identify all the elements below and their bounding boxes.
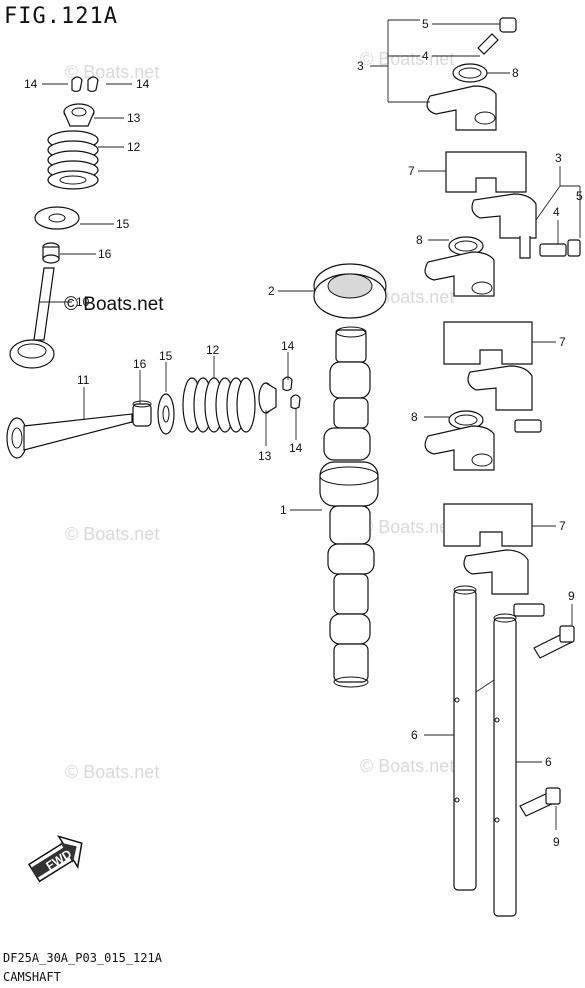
shaft-bolt-lower bbox=[519, 787, 561, 817]
callout-16-b: 16 bbox=[133, 357, 147, 371]
rocker-bracket-3 bbox=[443, 503, 533, 547]
callout-2: 2 bbox=[268, 284, 275, 298]
spring-seat-mid bbox=[157, 393, 175, 435]
callout-9-a: 9 bbox=[568, 589, 575, 603]
document-code: DF25A_30A_P03_015_121A bbox=[3, 951, 162, 965]
callout-15-b: 15 bbox=[159, 349, 173, 363]
rocker-shaft-right bbox=[493, 613, 517, 917]
callout-8-a: 8 bbox=[512, 66, 519, 80]
washer-top bbox=[452, 63, 488, 83]
callout-13-a: 13 bbox=[127, 111, 141, 125]
callout-9-b: 9 bbox=[553, 835, 560, 849]
callout-7-b: 7 bbox=[559, 335, 566, 349]
callout-14-a: 14 bbox=[24, 77, 38, 91]
callout-3-b: 3 bbox=[555, 151, 562, 165]
watermark-7: © Boats.net bbox=[360, 756, 454, 776]
rocker-arm-6 bbox=[463, 549, 545, 617]
callout-7-a: 7 bbox=[408, 164, 415, 178]
watermark-1: © Boats.net bbox=[65, 62, 159, 82]
adjuster-nut-top bbox=[499, 17, 517, 33]
watermarks: © Boats.net © Boats.net © Boats.net © Bo… bbox=[64, 49, 454, 782]
watermark-dark: © Boats.net bbox=[64, 294, 164, 315]
oil-seal bbox=[313, 263, 387, 319]
callout-6-a: 6 bbox=[411, 728, 418, 742]
leader-lines bbox=[40, 19, 581, 830]
callout-8-b: 8 bbox=[416, 233, 423, 247]
callout-11: 11 bbox=[77, 373, 90, 387]
rocker-arm-5 bbox=[424, 425, 495, 471]
callout-14-c: 14 bbox=[281, 339, 295, 353]
adjuster-screw-right bbox=[539, 243, 567, 257]
rocker-bracket-1 bbox=[445, 151, 527, 193]
spring-seat-top bbox=[34, 206, 80, 230]
watermark-4: © Boats.net bbox=[65, 524, 159, 544]
camshaft bbox=[319, 326, 379, 688]
valve-spring-mid bbox=[182, 377, 256, 433]
callout-3-a: 3 bbox=[357, 59, 364, 73]
callout-14-b: 14 bbox=[136, 77, 150, 91]
callout-14-d: 14 bbox=[289, 441, 303, 455]
rocker-arm-4 bbox=[467, 365, 542, 433]
valve-spring-top bbox=[47, 130, 99, 190]
rocker-arm-3 bbox=[424, 251, 495, 297]
callout-7-c: 7 bbox=[559, 519, 566, 533]
valve-keepers-top bbox=[71, 76, 99, 93]
callout-labels: 14 14 13 12 15 16 10 11 16 15 12 14 13 1… bbox=[24, 17, 583, 849]
figure-title: FIG.121A bbox=[4, 4, 118, 29]
callout-5-b: 5 bbox=[576, 189, 583, 203]
washer-mid-1 bbox=[448, 236, 484, 256]
callout-16-a: 16 bbox=[98, 247, 112, 261]
callout-8-c: 8 bbox=[411, 410, 418, 424]
rocker-arm-2 bbox=[471, 193, 537, 259]
callout-1: 1 bbox=[280, 503, 287, 517]
section-name: CAMSHAFT bbox=[3, 970, 61, 984]
callout-5-a: 5 bbox=[422, 17, 429, 31]
callout-13-b: 13 bbox=[258, 449, 272, 463]
callout-12-b: 12 bbox=[206, 343, 220, 357]
watermark-2: © Boats.net bbox=[360, 49, 454, 69]
callout-15-a: 15 bbox=[116, 217, 130, 231]
stem-seal-top bbox=[42, 242, 60, 264]
callout-12-a: 12 bbox=[127, 140, 141, 154]
callout-10: 10 bbox=[76, 295, 90, 309]
rocker-bracket-2 bbox=[443, 321, 533, 365]
shaft-bolt-upper bbox=[533, 625, 575, 659]
adjuster-screw-top bbox=[477, 33, 499, 55]
spring-retainer-mid bbox=[258, 382, 277, 414]
rocker-shaft-left bbox=[453, 585, 477, 891]
spring-retainer-top bbox=[63, 103, 95, 127]
rocker-arm-1 bbox=[426, 85, 497, 131]
watermark-6: © Boats.net bbox=[65, 762, 159, 782]
stem-seal-mid bbox=[132, 400, 152, 427]
exhaust-valve bbox=[9, 267, 55, 369]
fwd-arrow-icon: FWD bbox=[27, 835, 83, 883]
watermark-5: © Boats.net bbox=[360, 517, 454, 537]
intake-valve bbox=[6, 413, 133, 459]
callout-6-b: 6 bbox=[545, 755, 552, 769]
callout-4-b: 4 bbox=[553, 205, 560, 219]
callout-4-a: 4 bbox=[422, 49, 429, 63]
adjuster-nut-right bbox=[567, 239, 581, 257]
valve-keepers-mid bbox=[282, 376, 301, 410]
